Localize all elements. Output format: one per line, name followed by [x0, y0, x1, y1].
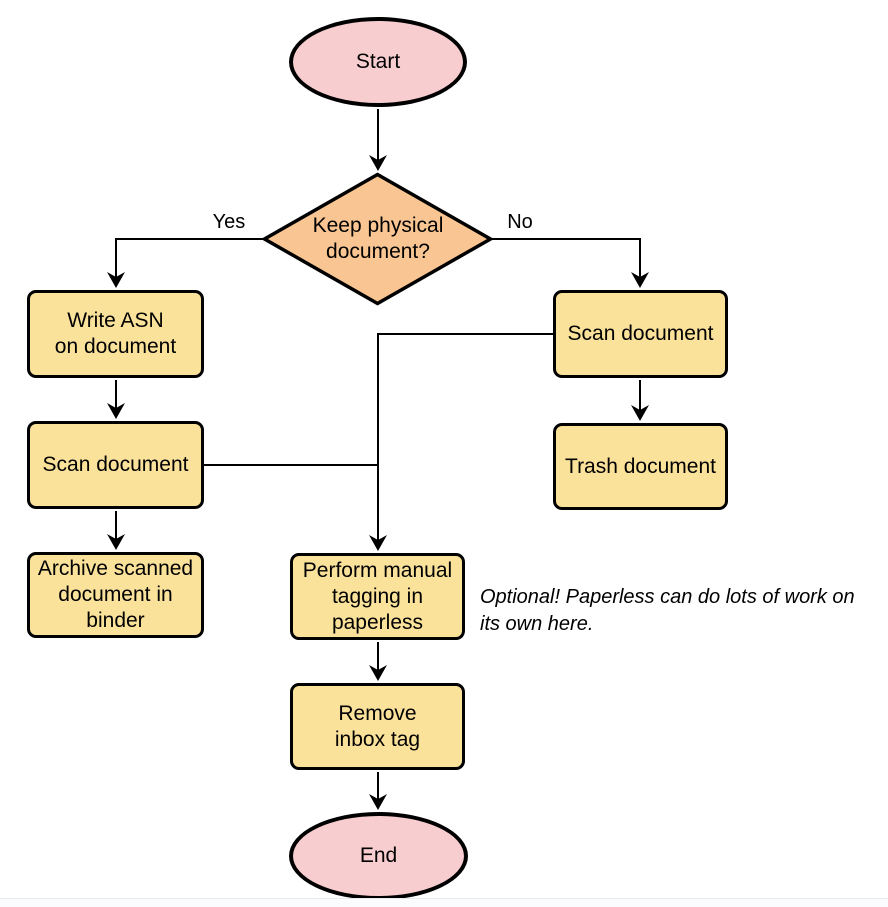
- yes-edge-label: Yes: [212, 211, 246, 233]
- process-trash-document-node: Trash document: [553, 423, 728, 510]
- start-node: Start: [289, 17, 467, 107]
- process-remove-inbox-tag-label: Remove inbox tag: [334, 701, 421, 751]
- page-bottom-divider: [0, 898, 888, 899]
- process-archive-node: Archive scanned document in binder: [27, 552, 204, 638]
- start-node-label: Start: [355, 50, 401, 73]
- no-edge-label: No: [507, 211, 533, 233]
- process-write-asn-label: Write ASN on document: [54, 309, 177, 358]
- process-scan-document-left-node: Scan document: [27, 421, 204, 509]
- edge-scan-right-to-tagging: [369, 333, 553, 551]
- page-bottom-strip: [0, 899, 888, 907]
- decision-node-label: Keep physical document?: [312, 214, 444, 263]
- process-scan-document-right-node: Scan document: [553, 290, 728, 378]
- process-write-asn-node: Write ASN on document: [27, 290, 204, 378]
- decision-diamond-shape: [260, 172, 495, 306]
- process-remove-inbox-tag-node: Remove inbox tag: [290, 683, 465, 770]
- end-node-label: End: [359, 844, 398, 867]
- end-node: End: [289, 812, 468, 900]
- optional-annotation-note: Optional! Paperless can do lots of work …: [480, 586, 855, 635]
- process-scan-document-right-label: Scan document: [567, 322, 714, 345]
- edge-decision-no-to-scan-right: [491, 238, 649, 288]
- process-archive-label: Archive scanned document in binder: [37, 557, 194, 632]
- process-manual-tagging-node: Perform manual tagging in paperless: [290, 553, 465, 640]
- process-scan-document-left-label: Scan document: [42, 453, 189, 476]
- edge-decision-yes-to-write-asn: [107, 238, 264, 288]
- process-manual-tagging-label: Perform manual tagging in paperless: [302, 558, 453, 634]
- process-trash-document-label: Trash document: [565, 454, 716, 478]
